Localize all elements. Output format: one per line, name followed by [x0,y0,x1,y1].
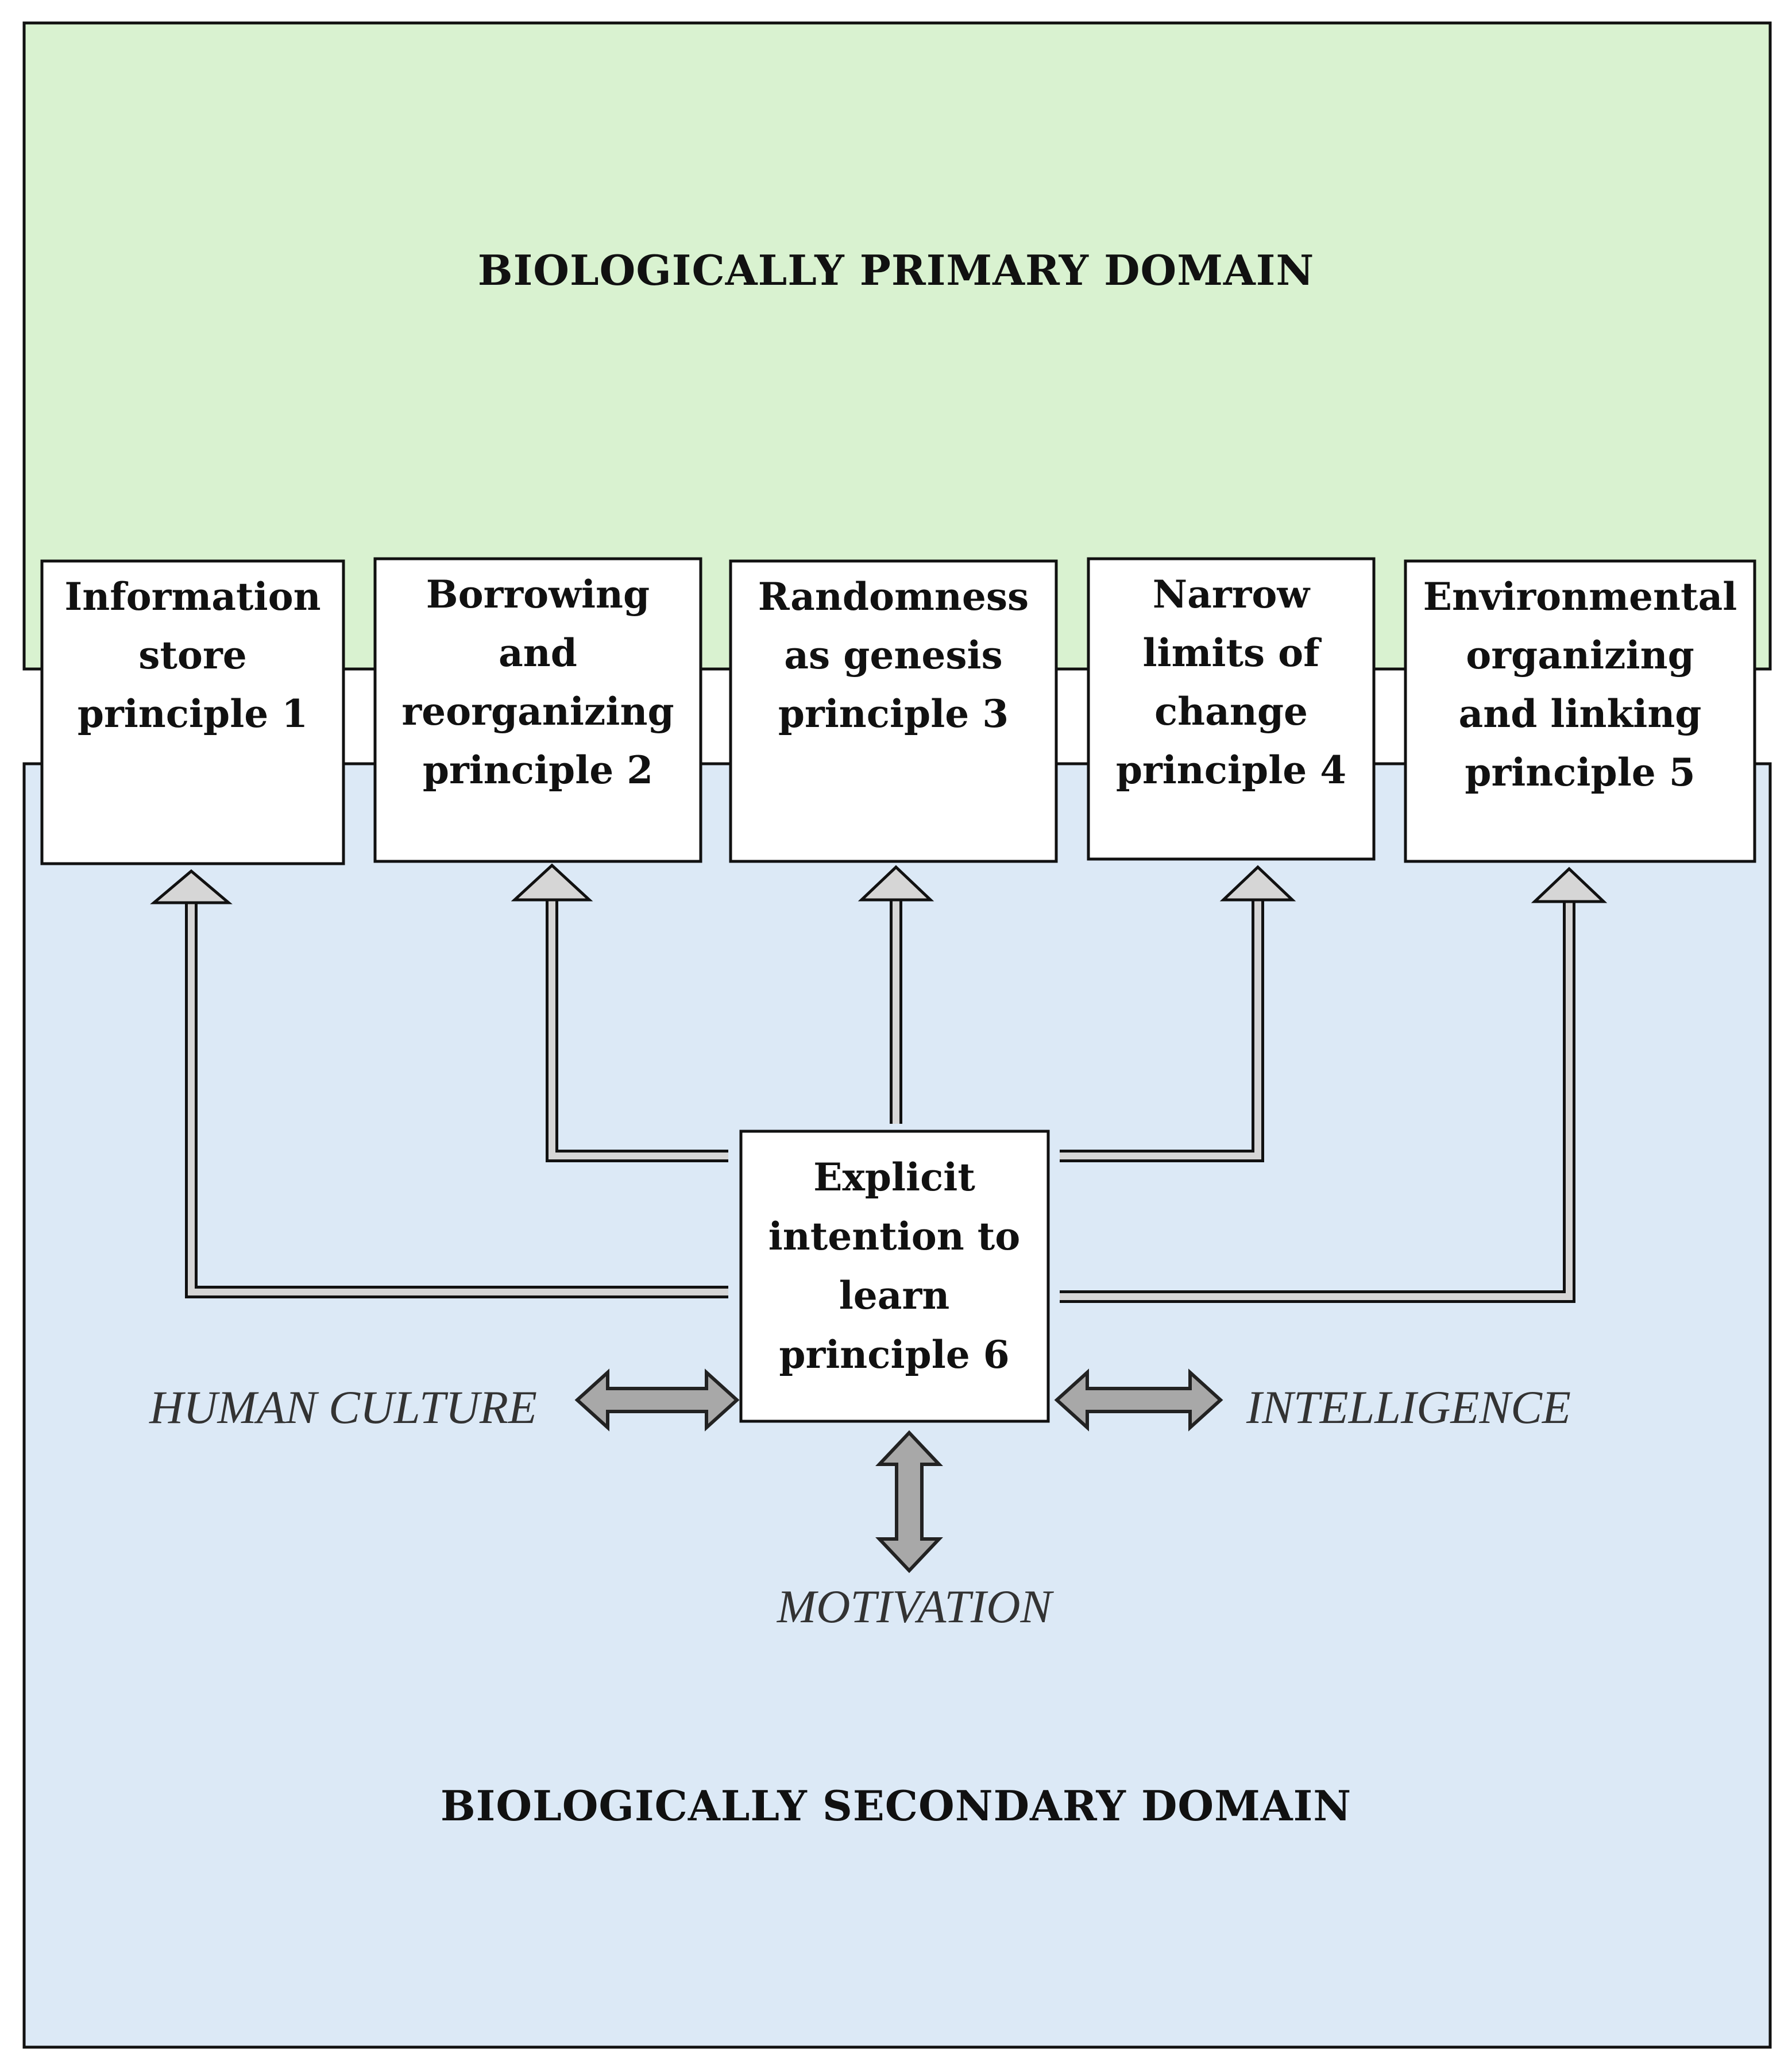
principle-4-label-line: change [1154,689,1308,734]
principle-box-3: Randomness as genesis principle 3 [729,559,1058,863]
primary-domain-title: BIOLOGICALLY PRIMARY DOMAIN [478,246,1315,295]
principle-5-label-line: Environmental [1423,574,1737,619]
arrow-to-principle-2 [511,863,728,1162]
principle-1-label-line: Information [64,574,320,619]
principle-4-label-line: Narrow [1153,572,1311,617]
central-principle-label-line: Explicit [813,1155,975,1200]
factor-arrows [574,1368,1223,1573]
principle-4-label-line: limits of [1142,631,1322,675]
principle-3-label-line: principle 3 [778,691,1009,736]
principle-box-1: Information store principle 1 [40,559,345,865]
motivation-label: MOTIVATION [777,1580,1055,1633]
principle-2-label-line: reorganizing [401,689,674,734]
principle-2-label-line: and [499,631,577,675]
principle-1-label-line: store [138,633,246,678]
central-principle-box: Explicit intention to learn principle 6 [739,1130,1050,1423]
intelligence-double-arrow [1054,1368,1223,1432]
principle-5-label-line: principle 5 [1465,750,1695,795]
principle-boxes: Information store principle 1 Borrowing and r… [40,557,1756,865]
arrow-to-principle-5 [1060,867,1608,1303]
motivation-double-arrow [875,1430,943,1573]
human-culture-double-arrow [574,1368,740,1432]
principle-5-label-line: organizing [1466,633,1694,678]
central-principle-label-line: learn [839,1273,950,1318]
secondary-domain-title: BIOLOGICALLY SECONDARY DOMAIN [441,1781,1351,1830]
principle-4-label-line: principle 4 [1116,748,1346,792]
principle-1-label-line: principle 1 [78,691,308,736]
principle-box-frame [1087,557,1376,861]
principle-box-4: Narrow limits of change principle 4 [1087,557,1376,861]
intelligence-label: INTELLIGENCE [1246,1381,1571,1433]
connector-arrows [150,863,1608,1303]
principle-box-frame [40,559,345,865]
principle-box-frame [1404,559,1756,863]
principle-box-frame [373,557,702,863]
central-principle-label-line: principle 6 [779,1332,1009,1377]
principle-3-label-line: Randomness [758,574,1029,619]
principle-2-label-line: Borrowing [426,572,650,617]
central-principle-label-line: intention to [768,1214,1021,1259]
human-culture-label: HUMAN CULTURE [149,1381,537,1433]
arrow-to-principle-1 [150,869,728,1298]
arrow-to-principle-3 [858,865,934,1124]
principle-2-label-line: principle 2 [423,748,653,792]
principle-3-label-line: as genesis [784,633,1002,678]
principle-box-2: Borrowing and reorganizing principle 2 [373,557,702,863]
arrow-to-principle-4 [1060,865,1296,1162]
principle-box-5: Environmental organizing and linking princi… [1404,559,1756,863]
principle-box-frame [729,559,1058,863]
principle-5-label-line: and linking [1459,691,1702,736]
